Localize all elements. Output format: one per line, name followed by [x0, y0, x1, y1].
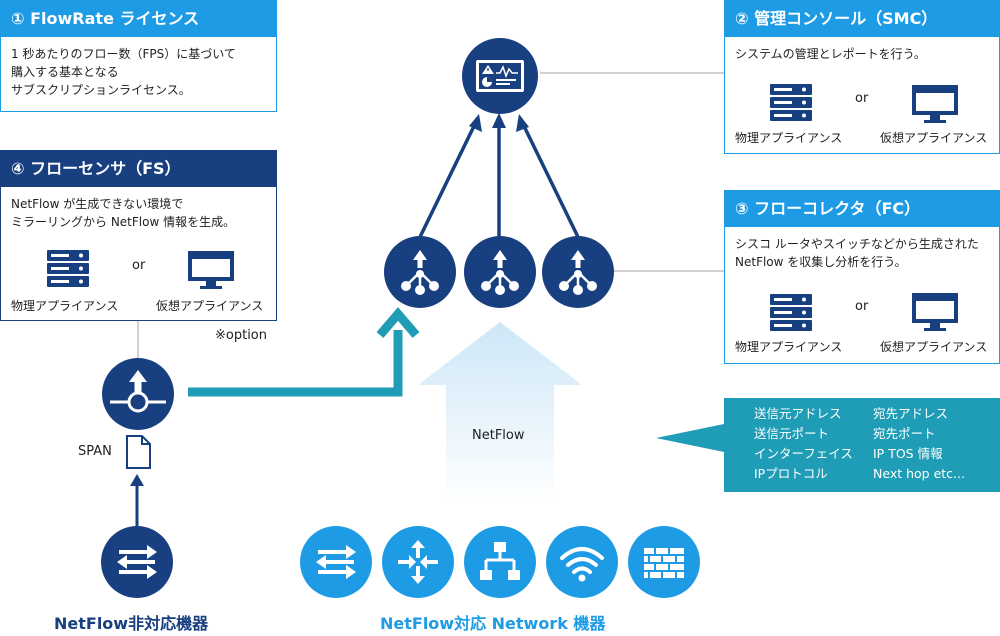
network-icon	[480, 542, 520, 580]
fs-or-label: or	[132, 258, 146, 273]
sensor-icon	[110, 370, 166, 413]
server-icon	[770, 84, 812, 121]
smc-node	[462, 38, 538, 114]
collector-node-3	[542, 236, 614, 308]
fs-virtual-label: 仮想アプライアンス	[156, 299, 264, 313]
netflow-big-arrow	[418, 322, 582, 505]
fc-desc-line-2: NetFlow を収集し分析を行う。	[735, 255, 907, 269]
server-icon	[770, 294, 812, 331]
flowrate-license-box: ① FlowRate ライセンス 1 秒あたりのフロー数（FPS）に基づいて 購…	[0, 0, 277, 112]
flow-collector-title: ③ フローコレクタ（FC）	[725, 191, 999, 227]
monitor-icon	[188, 251, 234, 289]
collector-icon	[401, 250, 439, 295]
collector-to-smc-arrows	[418, 121, 580, 238]
non-netflow-devices-label: NetFlow非対応機器	[54, 614, 209, 633]
collector-node-1	[384, 236, 456, 308]
smc-desc-line-1: システムの管理とレポートを行う。	[735, 47, 926, 61]
netflow-device-router	[382, 526, 454, 598]
fs-physical-label: 物理アプライアンス	[11, 299, 119, 313]
dashboard-icon	[476, 60, 524, 92]
smc-title: ② 管理コンソール（SMC）	[725, 1, 999, 37]
switch-icon	[117, 545, 157, 579]
field-ip-tos: IP TOS 情報	[873, 446, 943, 461]
wireless-icon	[560, 547, 604, 582]
field-next-hop: Next hop etc...	[873, 466, 965, 481]
flowrate-desc-line-3: サブスクリプションライセンス。	[11, 83, 191, 97]
netflow-device-switch	[300, 526, 372, 598]
field-src-address: 送信元アドレス	[754, 406, 842, 421]
field-src-port: 送信元ポート	[754, 426, 830, 441]
firewall-icon	[644, 548, 684, 578]
flow-sensor-node	[102, 358, 174, 430]
smc-virtual-label: 仮想アプライアンス	[880, 131, 988, 145]
monitor-icon	[912, 85, 958, 123]
option-note: ※option	[215, 328, 267, 343]
sensor-to-collector-arrow	[188, 330, 403, 397]
netflow-devices-label: NetFlow対応 Network 機器	[380, 614, 606, 633]
flow-sensor-title: ④ フローセンサ（FS）	[1, 151, 276, 187]
netflow-device-wireless	[546, 526, 618, 598]
smc-or-label: or	[855, 91, 869, 106]
flowrate-desc-line-1: 1 秒あたりのフロー数（FPS）に基づいて	[11, 47, 236, 61]
netflow-label: NetFlow	[472, 428, 525, 443]
collector-icon	[481, 250, 519, 295]
field-dst-address: 宛先アドレス	[873, 406, 949, 421]
field-ip-protocol: IPプロトコル	[754, 466, 828, 481]
monitor-icon	[912, 293, 958, 331]
netflow-device-network	[464, 526, 536, 598]
field-interface: インターフェイス	[754, 446, 853, 461]
collector-node-2	[464, 236, 536, 308]
field-dst-port: 宛先ポート	[873, 426, 936, 441]
switch-icon	[316, 545, 356, 579]
flowrate-license-title: ① FlowRate ライセンス	[1, 1, 276, 37]
smc-physical-label: 物理アプライアンス	[735, 131, 843, 145]
router-icon	[398, 540, 438, 584]
fc-or-label: or	[855, 299, 869, 314]
fc-desc-line-1: シスコ ルータやスイッチなどから生成された	[735, 237, 979, 251]
server-icon	[47, 250, 89, 287]
flow-collector-box: ③ フローコレクタ（FC） シスコ ルータやスイッチなどから生成された NetF…	[724, 190, 1000, 364]
flow-sensor-desc-line-1: NetFlow が生成できない環境で	[11, 197, 184, 211]
netflow-fields-callout: 送信元アドレス 送信元ポート インターフェイス IPプロトコル 宛先アドレス 宛…	[724, 398, 1000, 492]
netflow-device-firewall	[628, 526, 700, 598]
flow-sensor-box: ④ フローセンサ（FS） NetFlow が生成できない環境で ミラーリングから…	[0, 150, 277, 321]
flow-sensor-desc-line-2: ミラーリングから NetFlow 情報を生成。	[11, 215, 236, 229]
fc-physical-label: 物理アプライアンス	[735, 340, 843, 354]
collector-icon	[559, 250, 597, 295]
flowrate-desc-line-2: 購入する基本となる	[11, 65, 119, 79]
fc-virtual-label: 仮想アプライアンス	[880, 340, 988, 354]
non-netflow-device-node	[101, 526, 173, 598]
smc-box: ② 管理コンソール（SMC） システムの管理とレポートを行う。 or 物理アプラ…	[724, 0, 1000, 154]
file-icon	[126, 435, 151, 469]
span-label: SPAN	[78, 444, 112, 459]
fields-pointer	[656, 424, 724, 452]
